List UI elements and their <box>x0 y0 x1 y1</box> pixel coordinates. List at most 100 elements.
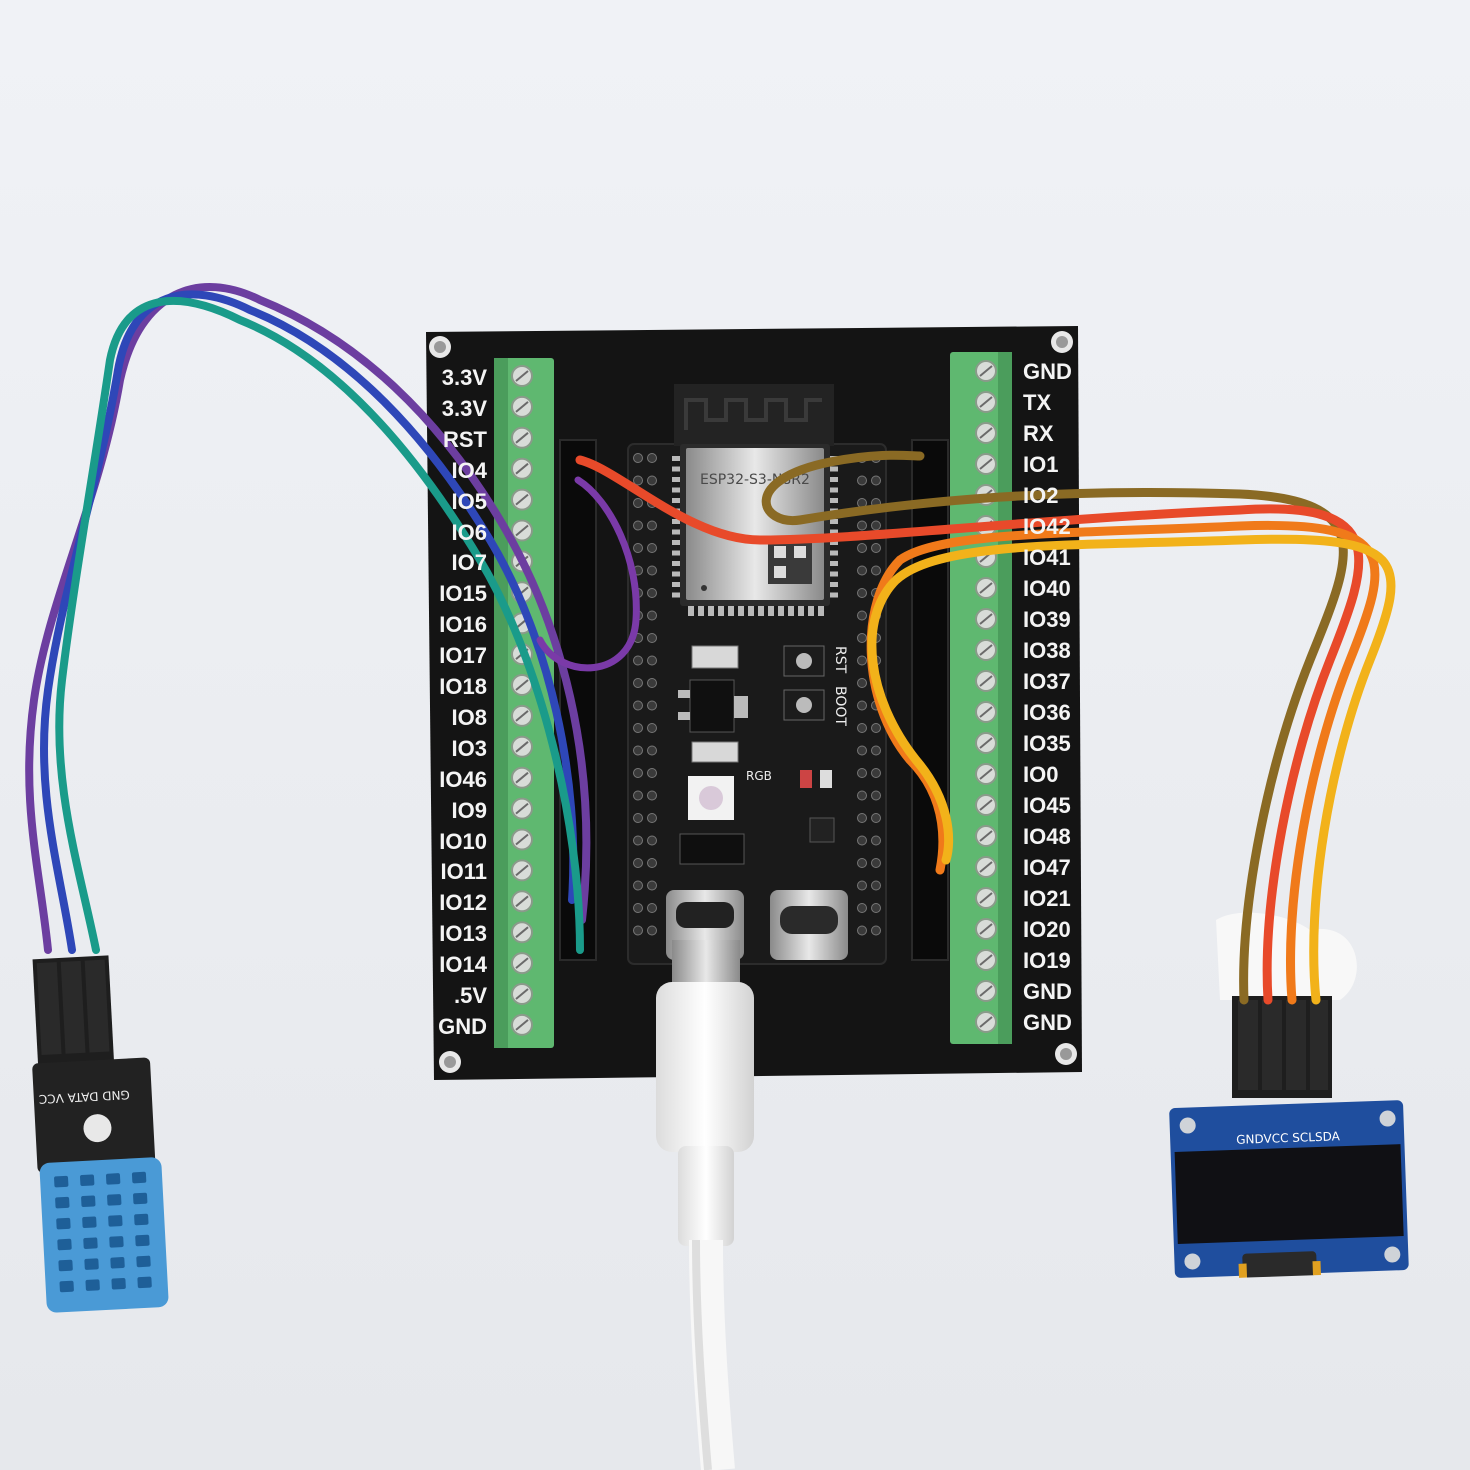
pin-label-r-13: IO0 <box>1023 762 1059 787</box>
pin-label-r-11: IO36 <box>1023 700 1071 725</box>
dht-pin-labels: GND DATA VCC <box>38 1087 130 1106</box>
oled-screen <box>1174 1144 1404 1244</box>
header-pin <box>633 813 643 823</box>
header-pin <box>871 858 881 868</box>
oled-display: GNDVCC SCLSDA <box>1169 912 1409 1278</box>
header-pin <box>647 700 657 711</box>
pin-label-r-19: IO19 <box>1023 948 1071 973</box>
pin-label-r-18: IO20 <box>1023 917 1071 942</box>
header-pin <box>647 633 657 643</box>
dht-vent-hole <box>81 1195 96 1208</box>
header-pin <box>857 700 867 711</box>
header-pin <box>857 903 867 913</box>
header-pin <box>633 858 643 868</box>
header-pin <box>633 790 643 801</box>
header-pin <box>647 655 657 666</box>
header-pin <box>857 655 867 666</box>
header-pin <box>647 813 657 823</box>
header-pin <box>647 880 657 891</box>
pin-label-r-16: IO47 <box>1023 855 1071 880</box>
ribbon-connector <box>1242 1251 1317 1278</box>
wire-red <box>575 455 1364 1005</box>
header-pin <box>647 588 657 598</box>
header-pin <box>871 903 881 913</box>
pin-label-l-10: IO18 <box>439 674 487 699</box>
header-pin <box>857 925 867 936</box>
pin-label-r-10: IO37 <box>1023 669 1071 694</box>
esp32-devboard: ESP32-S3-N8R2 RST BOOT RGB <box>627 384 887 965</box>
wire-brown <box>761 450 1348 1005</box>
pin-label-l-21: GND <box>438 1013 487 1039</box>
header-pin <box>647 925 657 936</box>
header-pin <box>633 520 643 531</box>
pin-label-l-5: IO6 <box>451 519 487 545</box>
header-pin <box>647 610 657 621</box>
pin-label-l-8: IO16 <box>439 612 487 638</box>
pin-label-r-1: TX <box>1023 390 1052 415</box>
header-pin <box>633 835 643 846</box>
header-pin <box>633 903 643 913</box>
capacitor <box>691 645 739 669</box>
capacitor <box>691 741 739 763</box>
pin-label-l-4: IO5 <box>451 488 487 514</box>
header-pin <box>633 925 643 936</box>
pin-label-r-17: IO21 <box>1023 886 1071 911</box>
header-pin <box>633 723 643 733</box>
dht-vent-hole <box>82 1216 97 1228</box>
pin-label-l-1: 3.3V <box>441 395 487 421</box>
dht-vent-hole <box>55 1196 70 1209</box>
pin-label-r-2: RX <box>1023 421 1054 446</box>
dht-vent-hole <box>108 1215 123 1227</box>
pcb-antenna <box>674 384 834 446</box>
dht-vent-hole <box>111 1278 126 1290</box>
header-pin <box>871 768 881 778</box>
header-pin <box>633 880 643 891</box>
header-pin <box>857 610 867 621</box>
pin-label-l-15: IO10 <box>439 828 487 854</box>
header-pin <box>633 678 643 688</box>
header-pin <box>871 745 881 756</box>
usb-bridge-ic <box>809 817 835 843</box>
pin-label-l-12: IO3 <box>451 735 487 761</box>
pin-label-l-6: IO7 <box>451 550 487 576</box>
header-pin <box>871 880 881 891</box>
usb-cable <box>656 940 754 1470</box>
pin-label-l-14: IO9 <box>451 797 487 823</box>
header-pin <box>857 813 867 823</box>
header-pin <box>871 835 881 846</box>
header-pin <box>871 813 881 823</box>
dht-vent-hole <box>83 1237 98 1249</box>
header-pin <box>647 453 657 463</box>
female-header-right <box>911 439 949 961</box>
header-pin <box>871 520 881 531</box>
pin-label-l-18: IO13 <box>439 921 487 947</box>
header-pin <box>857 723 867 733</box>
pin-label-r-20: GND <box>1023 979 1072 1004</box>
smd-led <box>800 770 812 788</box>
pin-label-r-15: IO48 <box>1023 824 1071 849</box>
dht-vent-hole <box>136 1255 151 1268</box>
header-pin <box>647 835 657 846</box>
jumper-wires <box>25 283 1396 1005</box>
dht-vent-hole <box>131 1171 147 1184</box>
header-pin <box>647 858 657 868</box>
dht-vent-hole <box>134 1213 149 1226</box>
pin-label-l-17: IO12 <box>439 890 487 916</box>
header-pin <box>857 520 867 531</box>
dht-vent-hole <box>137 1276 152 1289</box>
header-pin <box>857 835 867 846</box>
pin-label-l-13: IO46 <box>439 766 487 792</box>
header-pin <box>633 655 643 666</box>
dht-vent-hole <box>105 1173 121 1185</box>
header-pin <box>633 768 643 778</box>
header-pin <box>871 925 881 936</box>
pin-label-l-11: IO8 <box>451 704 487 730</box>
header-pin <box>647 745 657 756</box>
header-pin <box>871 723 881 733</box>
header-pin <box>857 678 867 688</box>
header-pin <box>647 565 657 576</box>
header-pin <box>647 790 657 801</box>
pin-label-r-14: IO45 <box>1023 793 1071 818</box>
